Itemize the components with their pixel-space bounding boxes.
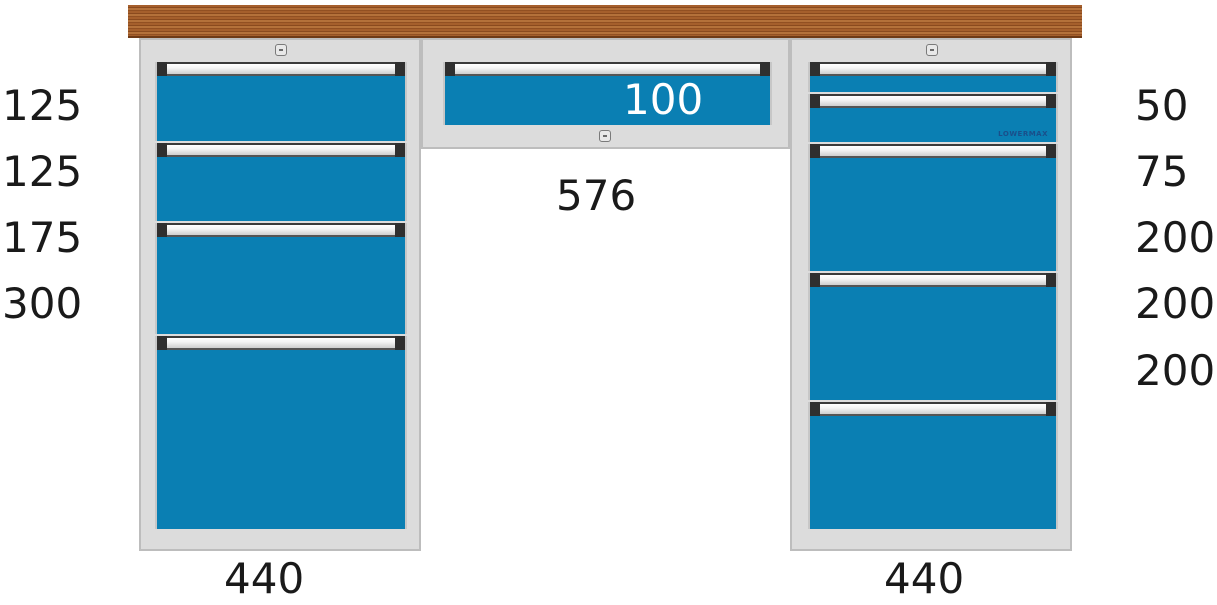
left-dim-4: 300 (2, 279, 83, 328)
center-drawer[interactable]: 100 (443, 62, 772, 125)
drawer-handle[interactable] (157, 62, 405, 76)
right-drawer-2[interactable]: LOWERMAX (808, 94, 1058, 142)
drawer-handle[interactable] (157, 143, 405, 157)
drawer-handle[interactable] (810, 144, 1056, 158)
left-dim-3: 175 (2, 213, 83, 262)
left-cabinet (139, 38, 421, 551)
center-drawer-height-label: 100 (623, 75, 704, 124)
left-dim-2: 125 (2, 147, 83, 196)
left-drawer-2[interactable] (155, 143, 407, 221)
right-drawer-1[interactable] (808, 62, 1058, 92)
left-drawer-3[interactable] (155, 223, 407, 334)
drawer-handle[interactable] (810, 62, 1056, 76)
right-width-label: 440 (884, 554, 965, 603)
right-dim-1: 50 (1135, 81, 1189, 130)
center-drawer-unit: 100 (421, 38, 790, 149)
right-dim-4: 200 (1135, 279, 1216, 328)
drawer-handle[interactable] (157, 223, 405, 237)
brand-logo: LOWERMAX (998, 130, 1048, 138)
drawer-handle[interactable] (157, 336, 405, 350)
left-width-label: 440 (224, 554, 305, 603)
right-dim-2: 75 (1135, 147, 1189, 196)
drawer-handle[interactable] (810, 94, 1056, 108)
left-drawer-4[interactable] (155, 336, 407, 529)
left-drawer-1[interactable] (155, 62, 407, 141)
right-cabinet: LOWERMAX (790, 38, 1072, 551)
drawer-handle[interactable] (810, 273, 1056, 287)
drawer-handle[interactable] (810, 402, 1056, 416)
lock-icon (599, 130, 611, 142)
right-drawer-3[interactable] (808, 144, 1058, 271)
right-dim-3: 200 (1135, 213, 1216, 262)
right-dim-5: 200 (1135, 346, 1216, 395)
lock-icon (275, 44, 287, 56)
drawer-handle[interactable] (445, 62, 770, 76)
right-drawer-4[interactable] (808, 273, 1058, 400)
wooden-worktop (128, 5, 1082, 38)
lock-icon (926, 44, 938, 56)
left-dim-1: 125 (2, 81, 83, 130)
center-width-label: 576 (556, 171, 637, 220)
right-drawer-5[interactable] (808, 402, 1058, 529)
